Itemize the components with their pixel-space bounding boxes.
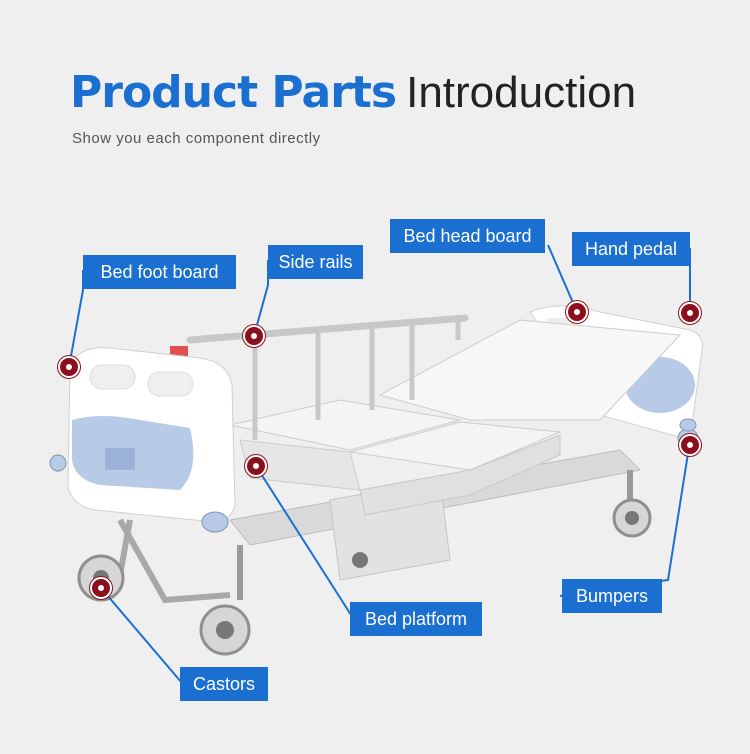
label-castors: Castors [180,667,268,701]
label-bed-foot-board: Bed foot board [83,255,236,289]
label-bumpers: Bumpers [562,579,662,613]
title-bold: Product Parts [70,67,397,118]
side-rails [170,314,469,440]
marker-bed-head-board [566,301,588,323]
marker-bumpers [679,434,701,456]
foot-board [67,347,236,523]
marker-castors [90,577,112,599]
bed-platform-panels [229,319,682,516]
page-subtitle: Show you each component directly [72,130,321,147]
label-bed-head-board: Bed head board [390,219,545,253]
title-light: Introduction [406,68,637,117]
marker-bed-platform [245,455,267,477]
marker-bed-foot-board [58,356,80,378]
label-hand-pedal: Hand pedal [572,232,690,266]
label-side-rails: Side rails [268,245,363,279]
marker-side-rails [243,325,265,347]
label-bed-platform: Bed platform [350,602,482,636]
marker-hand-pedal [679,302,701,324]
